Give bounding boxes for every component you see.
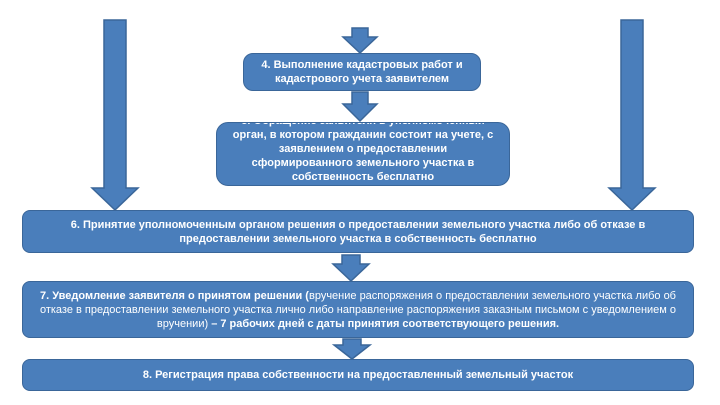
arrow-step7-to-step8: [331, 338, 373, 360]
step-6-text: 6. Принятие уполномоченным органом решен…: [70, 218, 646, 245]
step-8-text: 8. Регистрация права собственности на пр…: [142, 369, 574, 381]
step-8-box: 8. Регистрация права собственности на пр…: [22, 359, 694, 391]
step-6-box: 6. Принятие уполномоченным органом решен…: [22, 210, 694, 253]
step-7-normal-text: вручение распоряжения о предоставлении з…: [39, 289, 677, 330]
step-7-text: 7. Уведомление заявителя о принятом реше…: [37, 289, 679, 331]
step-7-box: 7. Уведомление заявителя о принятом реше…: [22, 281, 694, 338]
arrow-step4-to-step5: [341, 91, 379, 123]
step-4-box: 4. Выполнение кадастровых работ и кадаст…: [243, 53, 481, 91]
step-5-box: 5. Обращение заявителя в уполномоченный …: [216, 122, 510, 186]
step-7-bold-outro: – 7 рабочих дней с даты принятия соответ…: [211, 317, 560, 330]
arrow-step6-to-step7: [331, 254, 371, 283]
arrow-into-step4: [341, 27, 379, 55]
step-7-bold-intro: 7. Уведомление заявителя о принятом реше…: [40, 289, 309, 302]
right-down-arrow: [607, 19, 657, 212]
step-4-text: 4. Выполнение кадастровых работ и кадаст…: [261, 59, 463, 85]
step-5-text: 5. Обращение заявителя в уполномоченный …: [232, 123, 494, 183]
left-down-arrow: [90, 19, 140, 212]
